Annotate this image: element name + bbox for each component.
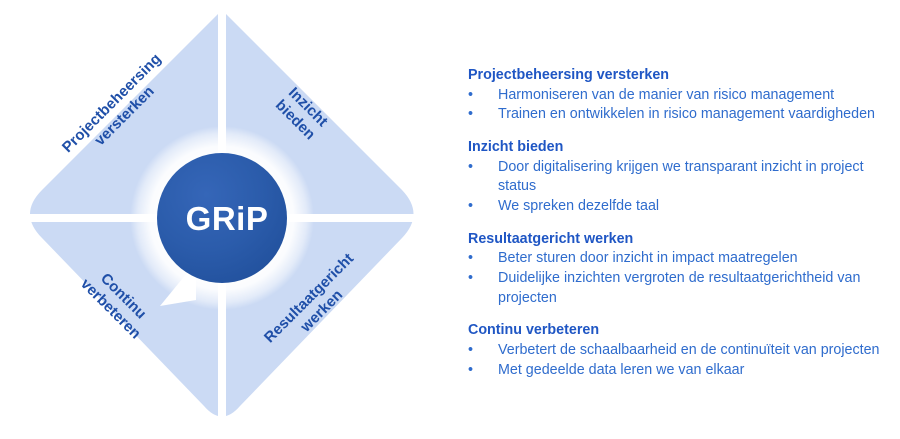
bullet-text: We spreken dezelfde taal bbox=[498, 198, 660, 215]
bullet-dot-icon: • bbox=[468, 361, 474, 378]
bullet-text: Door digitalisering krijgen we transpara… bbox=[498, 158, 864, 195]
bullet-item: • Door digitalisering krijgen we transpar… bbox=[468, 158, 896, 197]
detail-panel: Projectbeheersing versterken • Harmonisere… bbox=[468, 66, 896, 380]
bullet-dot-icon: • bbox=[468, 106, 474, 123]
detail-group: Inzicht bieden • Door digitalisering krijg… bbox=[468, 138, 896, 217]
bullet-text: Harmoniseren van de manier van risico ma… bbox=[498, 86, 835, 103]
bullet-item: • Trainen en ontwikkelen in risico manage… bbox=[468, 105, 896, 125]
detail-group: Resultaatgericht werken • Beter sturen doo… bbox=[468, 230, 896, 309]
detail-group: Continu verbeteren • Verbetert de schaalba… bbox=[468, 321, 896, 380]
bullet-dot-icon: • bbox=[468, 250, 474, 267]
group-heading: Continu verbeteren bbox=[468, 322, 600, 339]
bullet-item: • Verbetert de schaalbaarheid en de conti… bbox=[468, 341, 896, 361]
bullet-item: • Harmoniseren van de manier van risico m… bbox=[468, 86, 896, 106]
core-circle bbox=[157, 153, 287, 283]
bullet-dot-icon: • bbox=[468, 342, 474, 359]
bullet-item: • We spreken dezelfde taal bbox=[468, 197, 896, 217]
bullet-text: Verbetert de schaalbaarheid en de contin… bbox=[498, 342, 880, 359]
group-heading: Inzicht bieden bbox=[468, 139, 564, 156]
grip-diagram: GRiP Projectbeheersing versterken Inzich… bbox=[30, 10, 414, 417]
bullet-text: Beter sturen door inzicht in impact maat… bbox=[498, 250, 798, 267]
bullet-dot-icon: • bbox=[468, 198, 474, 215]
bullet-dot-icon: • bbox=[468, 158, 474, 175]
bullet-text: Trainen en ontwikkelen in risico managem… bbox=[498, 106, 875, 123]
bullet-item: • Beter sturen door inzicht in impact maa… bbox=[468, 249, 896, 269]
bullet-text: Met gedeelde data leren we van elkaar bbox=[498, 361, 745, 378]
bullet-dot-icon: • bbox=[468, 86, 474, 103]
bullet-item: • Duidelijke inzichten vergroten de resul… bbox=[468, 269, 896, 308]
detail-group: Projectbeheersing versterken • Harmonisere… bbox=[468, 66, 896, 125]
bullet-text: Duidelijke inzichten vergroten de result… bbox=[498, 270, 861, 306]
bullet-dot-icon: • bbox=[468, 270, 474, 287]
group-heading: Resultaatgericht werken bbox=[468, 230, 634, 247]
bullet-item: • Met gedeelde data leren we van elkaar bbox=[468, 361, 896, 381]
group-heading: Projectbeheersing versterken bbox=[468, 67, 670, 83]
diamond-graphic bbox=[30, 10, 414, 417]
